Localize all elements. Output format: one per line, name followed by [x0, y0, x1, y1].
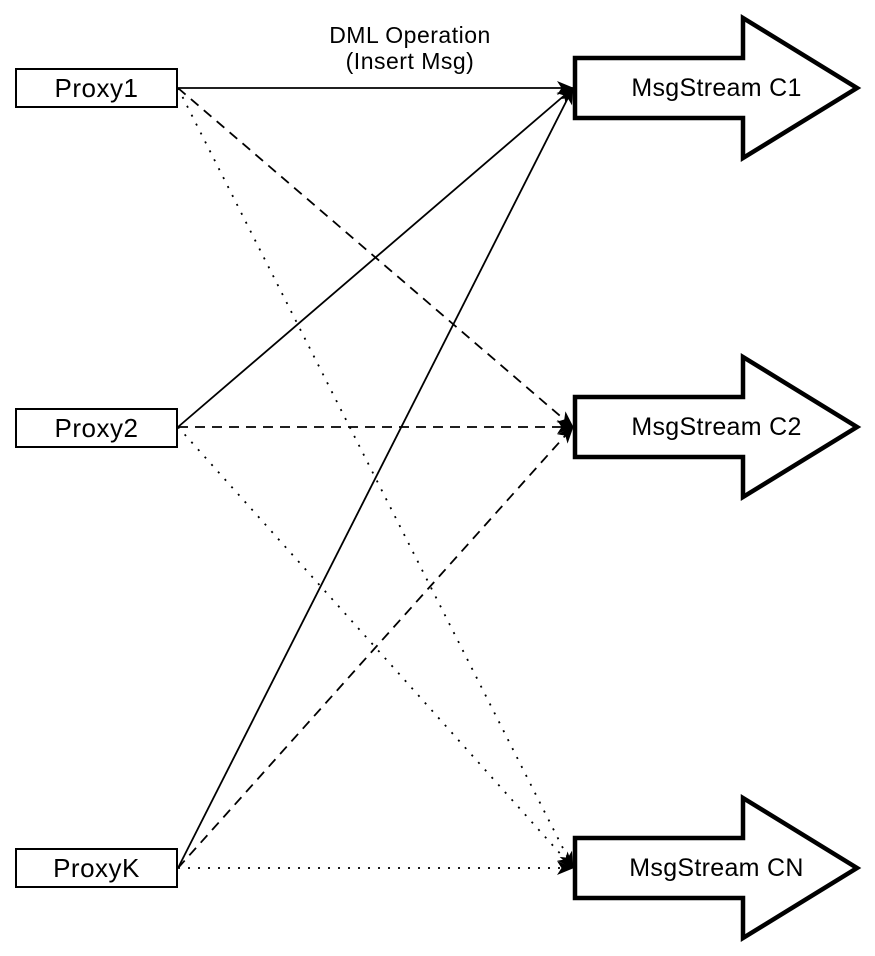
node-proxy2: Proxy2 [15, 408, 178, 448]
edge-proxyk-c2-dashed [177, 426, 574, 869]
node-proxy1: Proxy1 [15, 68, 178, 108]
node-proxyk: ProxyK [15, 848, 178, 888]
node-proxyk-label: ProxyK [53, 852, 140, 883]
node-proxy1-label: Proxy1 [54, 72, 139, 103]
msgstream-block-arrow-c1 [572, 13, 862, 163]
edge-proxy2-c1-solid [177, 87, 574, 428]
msgstream-block-arrow-cn [572, 793, 862, 943]
node-proxy2-label: Proxy2 [54, 412, 139, 443]
dml-operation-line1: DML Operation [329, 22, 491, 48]
dml-operation-label: DML Operation (Insert Msg) [329, 22, 491, 74]
msgstream-block-arrow-c2 [572, 352, 862, 502]
edge-proxyk-c1-solid [177, 87, 574, 869]
dml-operation-line2: (Insert Msg) [345, 48, 475, 74]
